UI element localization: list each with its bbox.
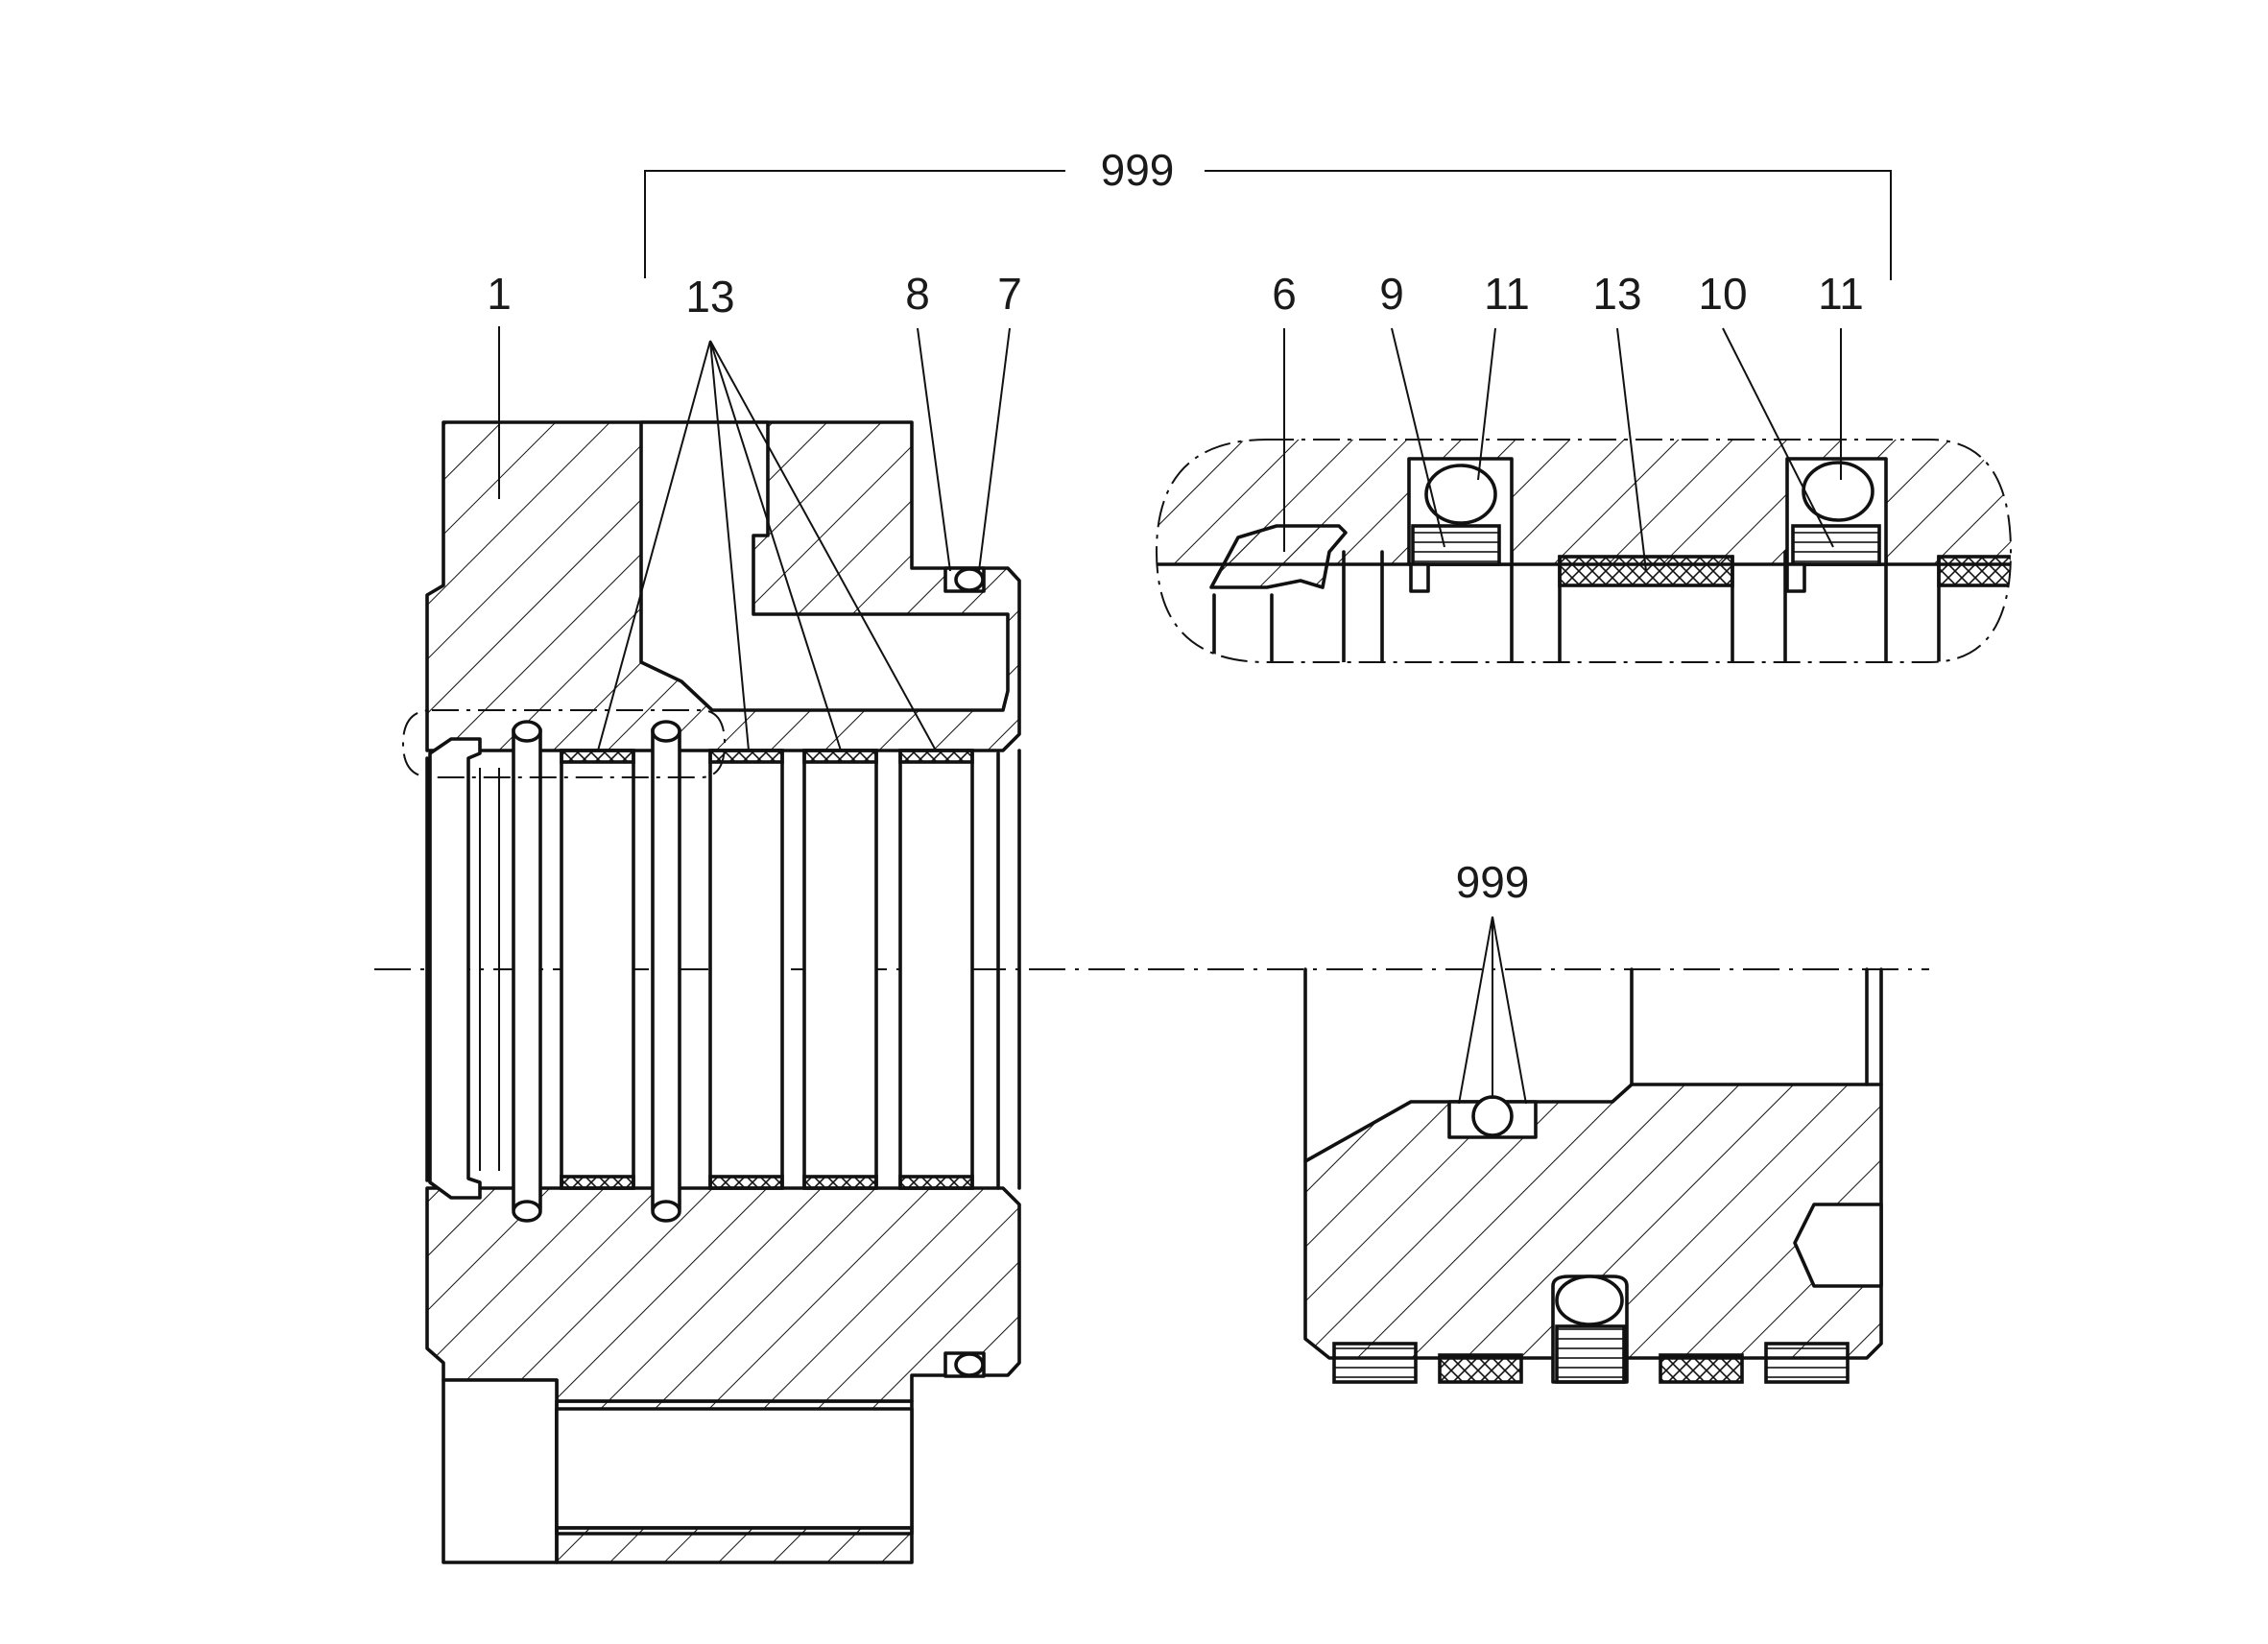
detail-backup-ring-9	[1411, 524, 1501, 566]
label-part-7: 7	[997, 269, 1022, 319]
ring-groove-2	[651, 727, 681, 1211]
label-detail-11b: 11	[1818, 269, 1864, 319]
detail-view-outline	[1155, 439, 2013, 663]
lower-band-b	[1659, 1353, 1744, 1384]
guide-bands	[560, 749, 974, 1190]
lower-sleeve-bore	[555, 1407, 914, 1530]
leader-detail-10	[1722, 327, 1834, 548]
leader-part-13	[597, 340, 937, 751]
group-bracket-999: 999	[644, 145, 1892, 280]
label-part-8: 8	[905, 269, 930, 319]
o-ring-2-top	[651, 720, 681, 743]
label-lower-999: 999	[1456, 857, 1530, 907]
lower-right-section: 999	[1303, 857, 1883, 1384]
lower-band-a	[1438, 1353, 1523, 1384]
lower-o-ring-large	[1555, 1275, 1624, 1326]
o-ring-7-top	[954, 567, 985, 592]
lower-o-ring-999	[1471, 1095, 1514, 1137]
detail-view: 6 9 11 13 10 11	[1155, 269, 2013, 663]
leader-part-8	[917, 327, 951, 572]
o-ring-1-bottom	[512, 1200, 542, 1223]
o-ring-7-bottom	[954, 1352, 985, 1377]
detail-o-ring-11b	[1802, 461, 1874, 522]
label-part-13: 13	[685, 272, 734, 322]
lower-port	[1793, 1203, 1883, 1288]
detail-backup-ring-10	[1791, 524, 1881, 566]
leader-detail-11a	[1477, 327, 1496, 481]
lower-socket	[442, 1378, 559, 1564]
leader-detail-13	[1616, 327, 1647, 572]
lower-sleeve-wall	[555, 1526, 914, 1564]
o-ring-2-bottom	[651, 1200, 681, 1223]
housing-bore-upper	[639, 420, 1010, 712]
label-detail-11a: 11	[1484, 269, 1530, 319]
label-part-1: 1	[487, 269, 512, 319]
label-detail-9: 9	[1379, 269, 1404, 319]
main-section-view: 1 13 8 7	[401, 269, 1022, 1564]
label-detail-6: 6	[1272, 269, 1297, 319]
bore-outline	[425, 749, 1021, 1190]
leader-detail-9	[1391, 327, 1445, 548]
lower-right-edges	[1303, 967, 1883, 1163]
housing-lower-section	[425, 1186, 1021, 1403]
group-label-999: 999	[1101, 145, 1175, 195]
label-detail-13: 13	[1592, 269, 1641, 319]
leader-lower-999	[1458, 916, 1527, 1105]
lower-backup-ring	[1555, 1324, 1626, 1384]
detail-marker-circle	[401, 709, 727, 778]
ring-groove-1	[512, 727, 542, 1211]
shaft-edge	[479, 768, 500, 1171]
leader-part-7	[978, 327, 1011, 572]
detail-wiper-seal-6	[1209, 524, 1348, 589]
lower-seal-a	[1332, 1342, 1418, 1384]
o-ring-1-top	[512, 720, 542, 743]
label-detail-10: 10	[1698, 269, 1747, 319]
lower-seal-b	[1764, 1342, 1850, 1384]
wiper-seal-left	[428, 737, 482, 1200]
